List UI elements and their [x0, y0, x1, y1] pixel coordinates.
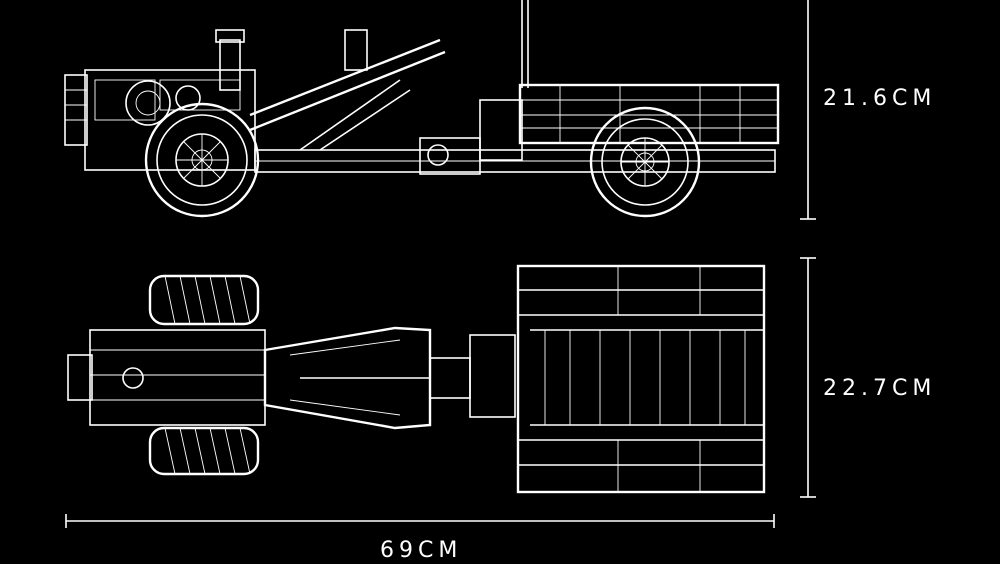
dimension-length-line	[65, 514, 775, 528]
side-rear-wheel	[589, 106, 701, 218]
side-gearbox	[419, 137, 481, 175]
top-trailer-deck	[516, 264, 766, 494]
side-front-wheel	[144, 102, 260, 218]
side-trailer-body	[479, 0, 780, 161]
width-dimension-label: 22.7CM	[823, 376, 937, 401]
top-engine	[89, 329, 266, 426]
side-exhaust	[219, 39, 241, 91]
side-view	[64, 0, 780, 218]
side-pulley	[125, 80, 171, 126]
top-handlebar-frame	[263, 326, 432, 430]
height-dimension-label: 21.6CM	[823, 86, 937, 111]
top-view	[67, 264, 766, 494]
dimension-width-line	[800, 257, 816, 498]
side-handlebar	[249, 38, 441, 117]
length-dimension-label: 69CM	[380, 538, 463, 563]
dimension-height-line	[800, 0, 816, 220]
side-front-grille	[64, 74, 88, 146]
top-drawbar	[429, 357, 471, 399]
top-left-tire	[148, 274, 260, 326]
top-right-tire	[148, 426, 260, 476]
